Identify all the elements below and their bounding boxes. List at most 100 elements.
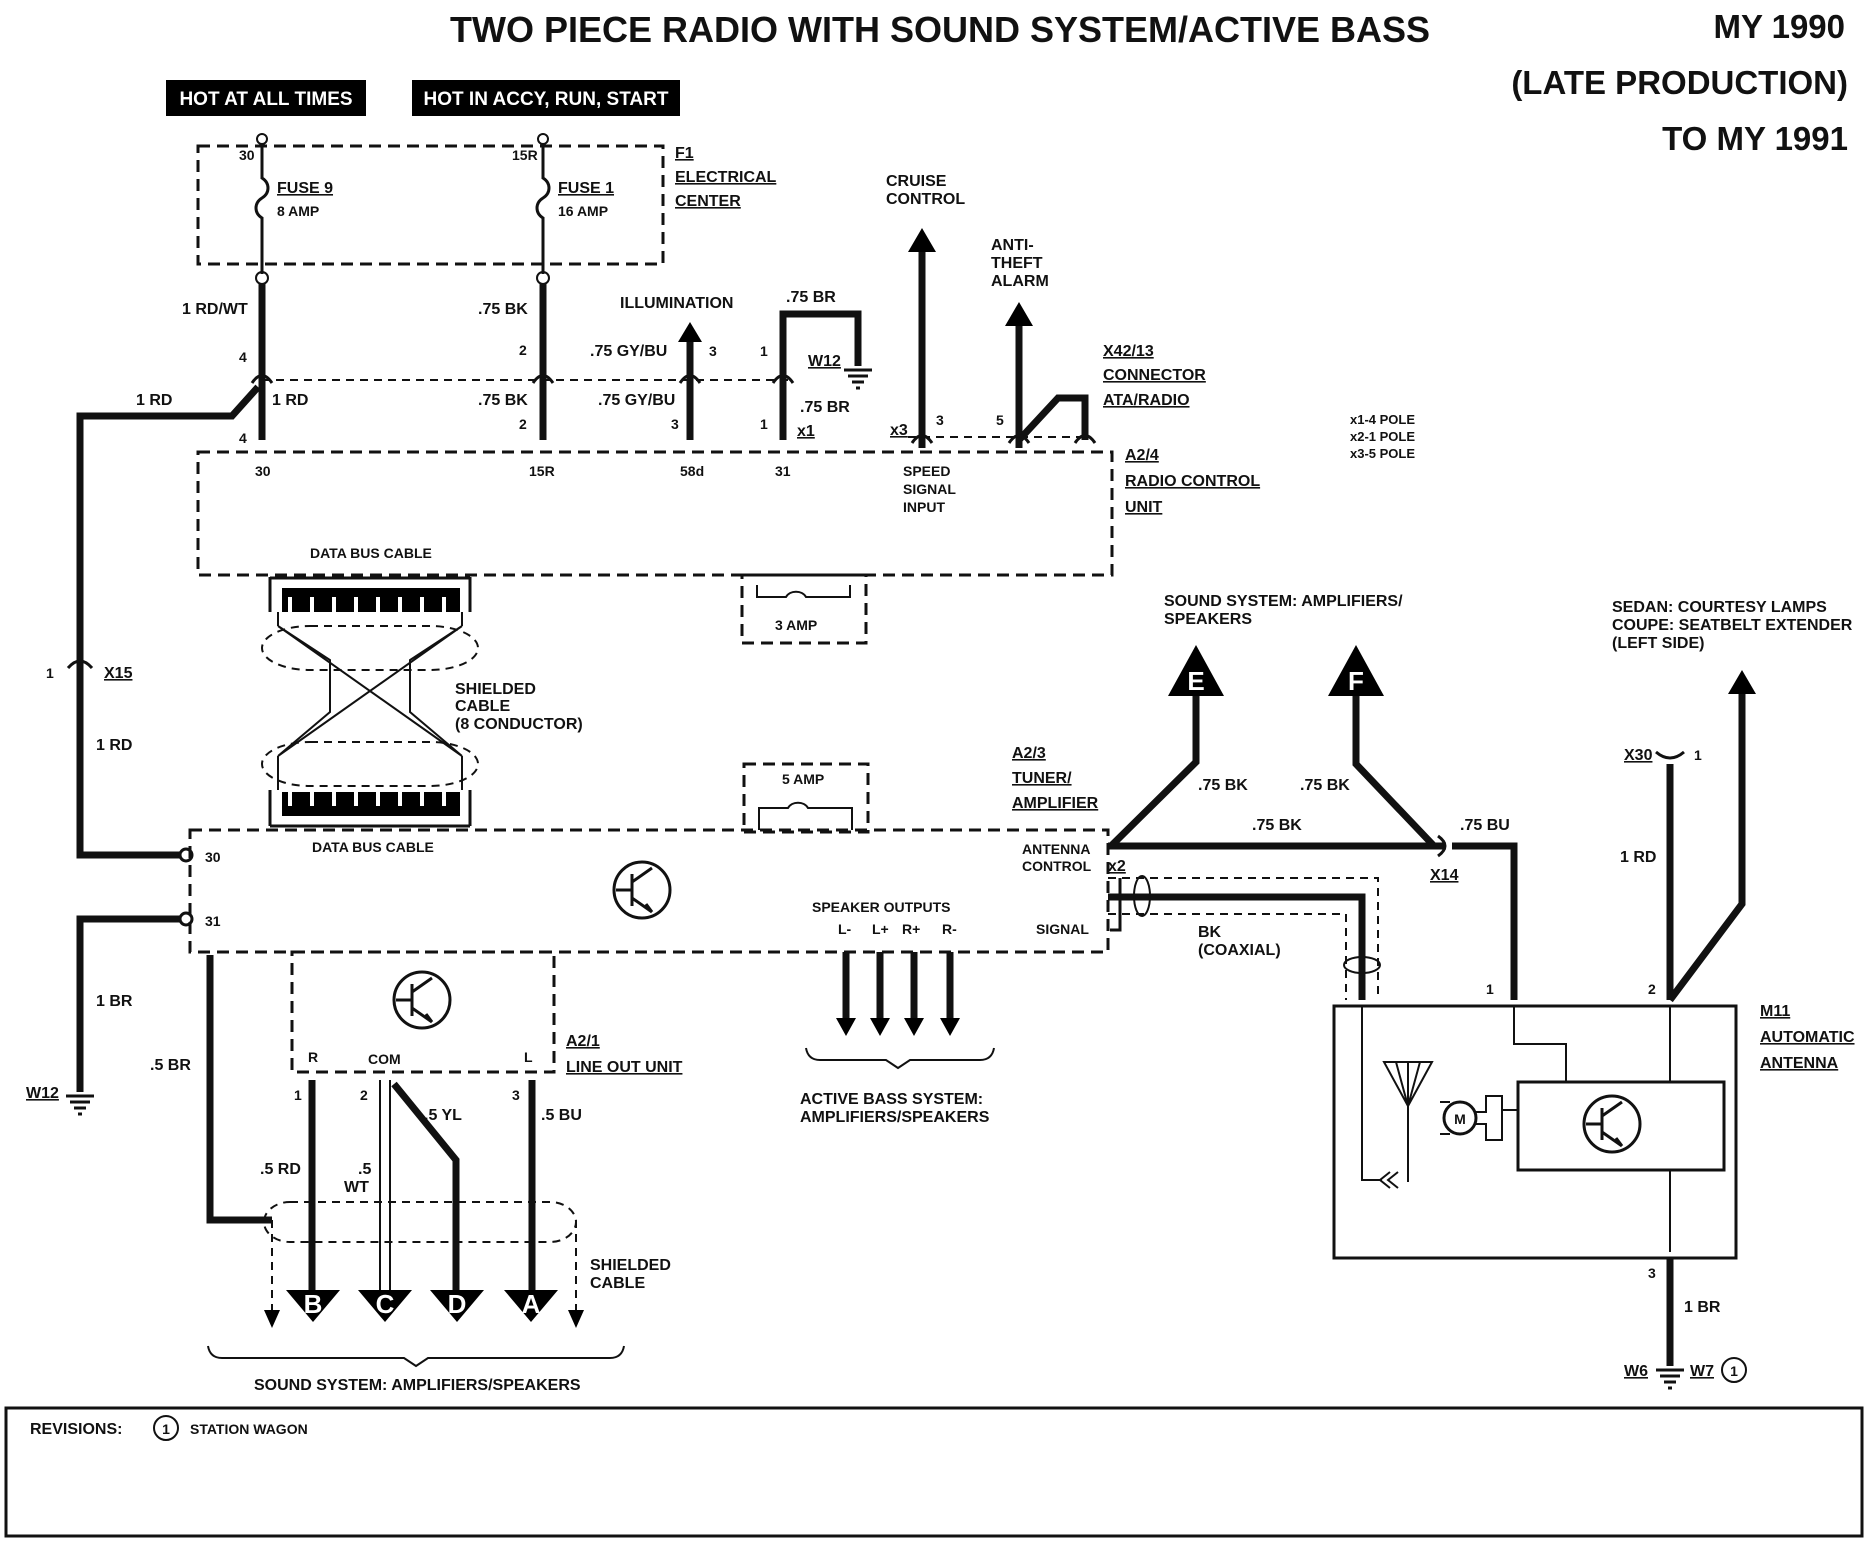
wire-75-bk-top-label: .75 BK bbox=[478, 301, 528, 318]
sedan-label-2: COUPE: SEATBELT EXTENDER bbox=[1612, 617, 1853, 634]
a24-terminal-15r: 15R bbox=[529, 463, 555, 479]
fuse9-rating: 8 AMP bbox=[277, 203, 319, 219]
ground-w6-label: W6 bbox=[1624, 1363, 1648, 1380]
fuse9-symbol bbox=[254, 144, 270, 274]
output-d-marker: D bbox=[430, 1289, 484, 1322]
wire-1-rd-right-label: 1 RD bbox=[1620, 849, 1656, 866]
wire-75-gy-bu-mid-label: .75 GY/BU bbox=[598, 392, 675, 409]
ground-w12-bottom bbox=[66, 1094, 94, 1116]
a24-data-bus-label: DATA BUS CABLE bbox=[310, 545, 432, 561]
coaxial-signal-lead bbox=[1110, 878, 1122, 932]
hot-in-accy-label: HOT IN ACCY, RUN, START bbox=[412, 80, 680, 116]
connector-x3-label: x3 bbox=[890, 422, 908, 439]
ground-w12-top bbox=[844, 368, 872, 390]
wire-bk-coax-label-2: (COAXIAL) bbox=[1198, 942, 1281, 959]
model-year-1: MY 1990 bbox=[1714, 8, 1845, 45]
a23-antenna-2: CONTROL bbox=[1022, 858, 1092, 874]
wire-5-wt bbox=[379, 1080, 391, 1290]
fuse1-rating: 16 AMP bbox=[558, 203, 608, 219]
ground-w6-w7 bbox=[1656, 1368, 1684, 1390]
fuse1-name: FUSE 1 bbox=[558, 180, 614, 197]
connector-x30-contact bbox=[1655, 750, 1685, 760]
cruise-label-2: CONTROL bbox=[886, 191, 965, 208]
pin-1-x15: 1 bbox=[46, 665, 54, 681]
revisions-marker bbox=[153, 1415, 179, 1441]
connector-x15-label: X15 bbox=[104, 665, 133, 682]
connector-x3-contact-x bbox=[1073, 434, 1097, 444]
wire-75-br bbox=[779, 310, 862, 440]
wire-5-rd-label: .5 RD bbox=[260, 1161, 301, 1178]
x42-label-2: CONNECTOR bbox=[1103, 367, 1206, 384]
output-a-label: A bbox=[522, 1289, 541, 1319]
diagram-title: TWO PIECE RADIO WITH SOUND SYSTEM/ACTIVE… bbox=[450, 9, 1430, 50]
wire-75-gy-bu-top-label: .75 GY/BU bbox=[590, 343, 667, 360]
revisions-text: STATION WAGON bbox=[190, 1421, 308, 1437]
wire-5-bu-label: .5 BU bbox=[541, 1107, 582, 1124]
fuse1-terminal: 15R bbox=[512, 147, 538, 163]
a21-id: A2/1 bbox=[566, 1033, 600, 1050]
sound-bottom-label: SOUND SYSTEM: AMPLIFIERS/SPEAKERS bbox=[254, 1377, 581, 1394]
m11-control-module bbox=[1516, 1080, 1726, 1172]
anti-theft-arrow bbox=[1005, 302, 1033, 326]
m11-pin-2: 2 bbox=[1648, 981, 1656, 997]
connector-x14-label: X14 bbox=[1430, 867, 1459, 884]
pin-2-top: 2 bbox=[519, 342, 527, 358]
cruise-arrow bbox=[908, 228, 936, 252]
a23-pin-30 bbox=[178, 847, 194, 863]
pin-5-x3: 5 bbox=[996, 412, 1004, 428]
output-e-marker: E bbox=[1168, 645, 1224, 696]
a23-id: A2/3 bbox=[1012, 745, 1046, 762]
a23-antenna-1: ANTENNA bbox=[1022, 841, 1090, 857]
wire-5-br-label: .5 BR bbox=[150, 1057, 191, 1074]
pin-4-top: 4 bbox=[239, 349, 247, 365]
shielded-cable-label-2: CABLE bbox=[455, 698, 510, 715]
m11-motor-coupling bbox=[1440, 1095, 1518, 1141]
a21-transistor-icon bbox=[392, 970, 452, 1030]
wire-1-rd-wt-label: 1 RD/WT bbox=[182, 301, 248, 318]
fuse9-top-terminal bbox=[256, 133, 268, 145]
output-f-label: F bbox=[1348, 666, 1364, 696]
output-c-label: C bbox=[376, 1289, 395, 1319]
wire-75-bk-f bbox=[1352, 696, 1437, 849]
fuse1-top-terminal bbox=[537, 133, 549, 145]
shield-ellipse-top bbox=[261, 625, 479, 671]
pole-note-1: x1-4 POLE bbox=[1350, 412, 1415, 427]
a24-speed-1: SPEED bbox=[903, 463, 950, 479]
ground-w7-label: W7 bbox=[1690, 1363, 1714, 1380]
bottom-shield-ellipse bbox=[263, 1201, 577, 1243]
output-f-marker: F bbox=[1328, 645, 1384, 696]
wire-1-br-left-label: 1 BR bbox=[96, 993, 133, 1010]
anti-theft-label-1: ANTI- bbox=[991, 237, 1034, 254]
wire-75-bk-mid-label: .75 BK bbox=[478, 392, 528, 409]
revisions-number: 1 bbox=[162, 1421, 170, 1437]
bottom-shield-label-2: CABLE bbox=[590, 1275, 645, 1292]
output-b-marker: B bbox=[286, 1289, 340, 1322]
wire-75-bu-label: .75 BU bbox=[1460, 817, 1510, 834]
output-d-label: D bbox=[448, 1289, 467, 1319]
a24-speed-2: SIGNAL bbox=[903, 481, 956, 497]
x42-label-1: X42/13 bbox=[1103, 343, 1154, 360]
connector-x30-label: X30 bbox=[1624, 747, 1653, 764]
m11-automatic-antenna-box bbox=[1332, 1004, 1738, 1260]
a23-name-1: TUNER/ bbox=[1012, 770, 1072, 787]
a23-signal: SIGNAL bbox=[1036, 921, 1089, 937]
m11-internal-signal bbox=[1361, 1006, 1382, 1181]
cruise-label-1: CRUISE bbox=[886, 173, 947, 190]
a24-fuse-box bbox=[740, 573, 868, 645]
wire-75-br-top-label: .75 BR bbox=[786, 289, 836, 306]
illumination-label: ILLUMINATION bbox=[620, 295, 733, 312]
output-e-label: E bbox=[1187, 666, 1204, 696]
a24-name-2: UNIT bbox=[1125, 499, 1163, 516]
a21-terminal-com: COM bbox=[368, 1051, 401, 1067]
a21-terminal-r: R bbox=[308, 1049, 318, 1065]
connector-x14-contact bbox=[1437, 834, 1447, 858]
pin-lo-3: 3 bbox=[512, 1087, 520, 1103]
wire-1-br-left bbox=[76, 915, 180, 1092]
pin-3-top: 3 bbox=[709, 343, 717, 359]
shielded-cable-label-3: (8 CONDUCTOR) bbox=[455, 716, 583, 733]
hot-at-all-times-label: HOT AT ALL TIMES bbox=[166, 80, 366, 116]
f1-electrical-center-box bbox=[196, 144, 665, 266]
active-bass-label-2: AMPLIFIERS/SPEAKERS bbox=[800, 1109, 990, 1126]
hot-at-all-times-text: HOT AT ALL TIMES bbox=[179, 89, 352, 110]
